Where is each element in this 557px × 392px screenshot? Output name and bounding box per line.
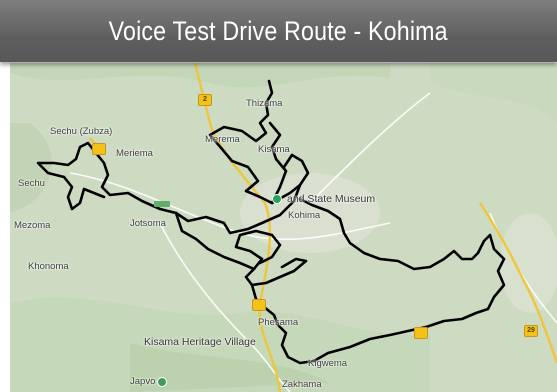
place-phesama[interactable]: Phesama — [258, 317, 299, 328]
park-marker-icon — [154, 201, 170, 207]
place-heritage-village[interactable]: Kisama Heritage Village — [144, 336, 256, 348]
place-kohima[interactable]: Kohima — [288, 210, 321, 221]
place-thizama[interactable]: Thizama — [246, 98, 283, 109]
place-merema[interactable]: Merema — [205, 134, 240, 145]
place-zakhama[interactable]: Zakhama — [282, 379, 322, 390]
drive-route — [36, 79, 506, 365]
highway-shield-29: 29 — [524, 325, 538, 337]
highway-shield-minor — [252, 299, 266, 311]
place-jotsoma[interactable]: Jotsoma — [130, 218, 166, 229]
page-title: Voice Test Drive Route - Kohima — [108, 15, 449, 46]
place-sechu-zubza[interactable]: Sechu (Zubza) — [50, 126, 113, 137]
place-meriema[interactable]: Meriema — [116, 148, 153, 159]
map-canvas — [10, 63, 557, 392]
peak-pin-icon[interactable] — [157, 377, 167, 387]
highway-shield-minor — [92, 143, 106, 155]
highway-shield-label: 29 — [527, 327, 535, 334]
place-kigwema[interactable]: Kigwema — [308, 358, 348, 369]
place-sechu[interactable]: Sechu — [18, 178, 45, 189]
highway-shield-2: 2 — [198, 94, 212, 106]
museum-pin-icon[interactable] — [272, 194, 282, 204]
terrain — [10, 63, 557, 392]
place-kisama[interactable]: Kisama — [258, 144, 290, 155]
title-bar: Voice Test Drive Route - Kohima — [0, 0, 557, 62]
highway-shield-minor — [414, 327, 428, 339]
place-khonoma[interactable]: Khonoma — [28, 261, 69, 272]
place-mezoma[interactable]: Mezoma — [14, 220, 51, 231]
map-view[interactable]: 2 29 Thizama Sechu (Zubza) Meriema Merem… — [10, 63, 557, 392]
place-state-museum[interactable]: and State Museum — [287, 193, 376, 205]
place-japvo[interactable]: Japvo — [130, 376, 156, 387]
highway-shield-label: 2 — [203, 96, 207, 103]
